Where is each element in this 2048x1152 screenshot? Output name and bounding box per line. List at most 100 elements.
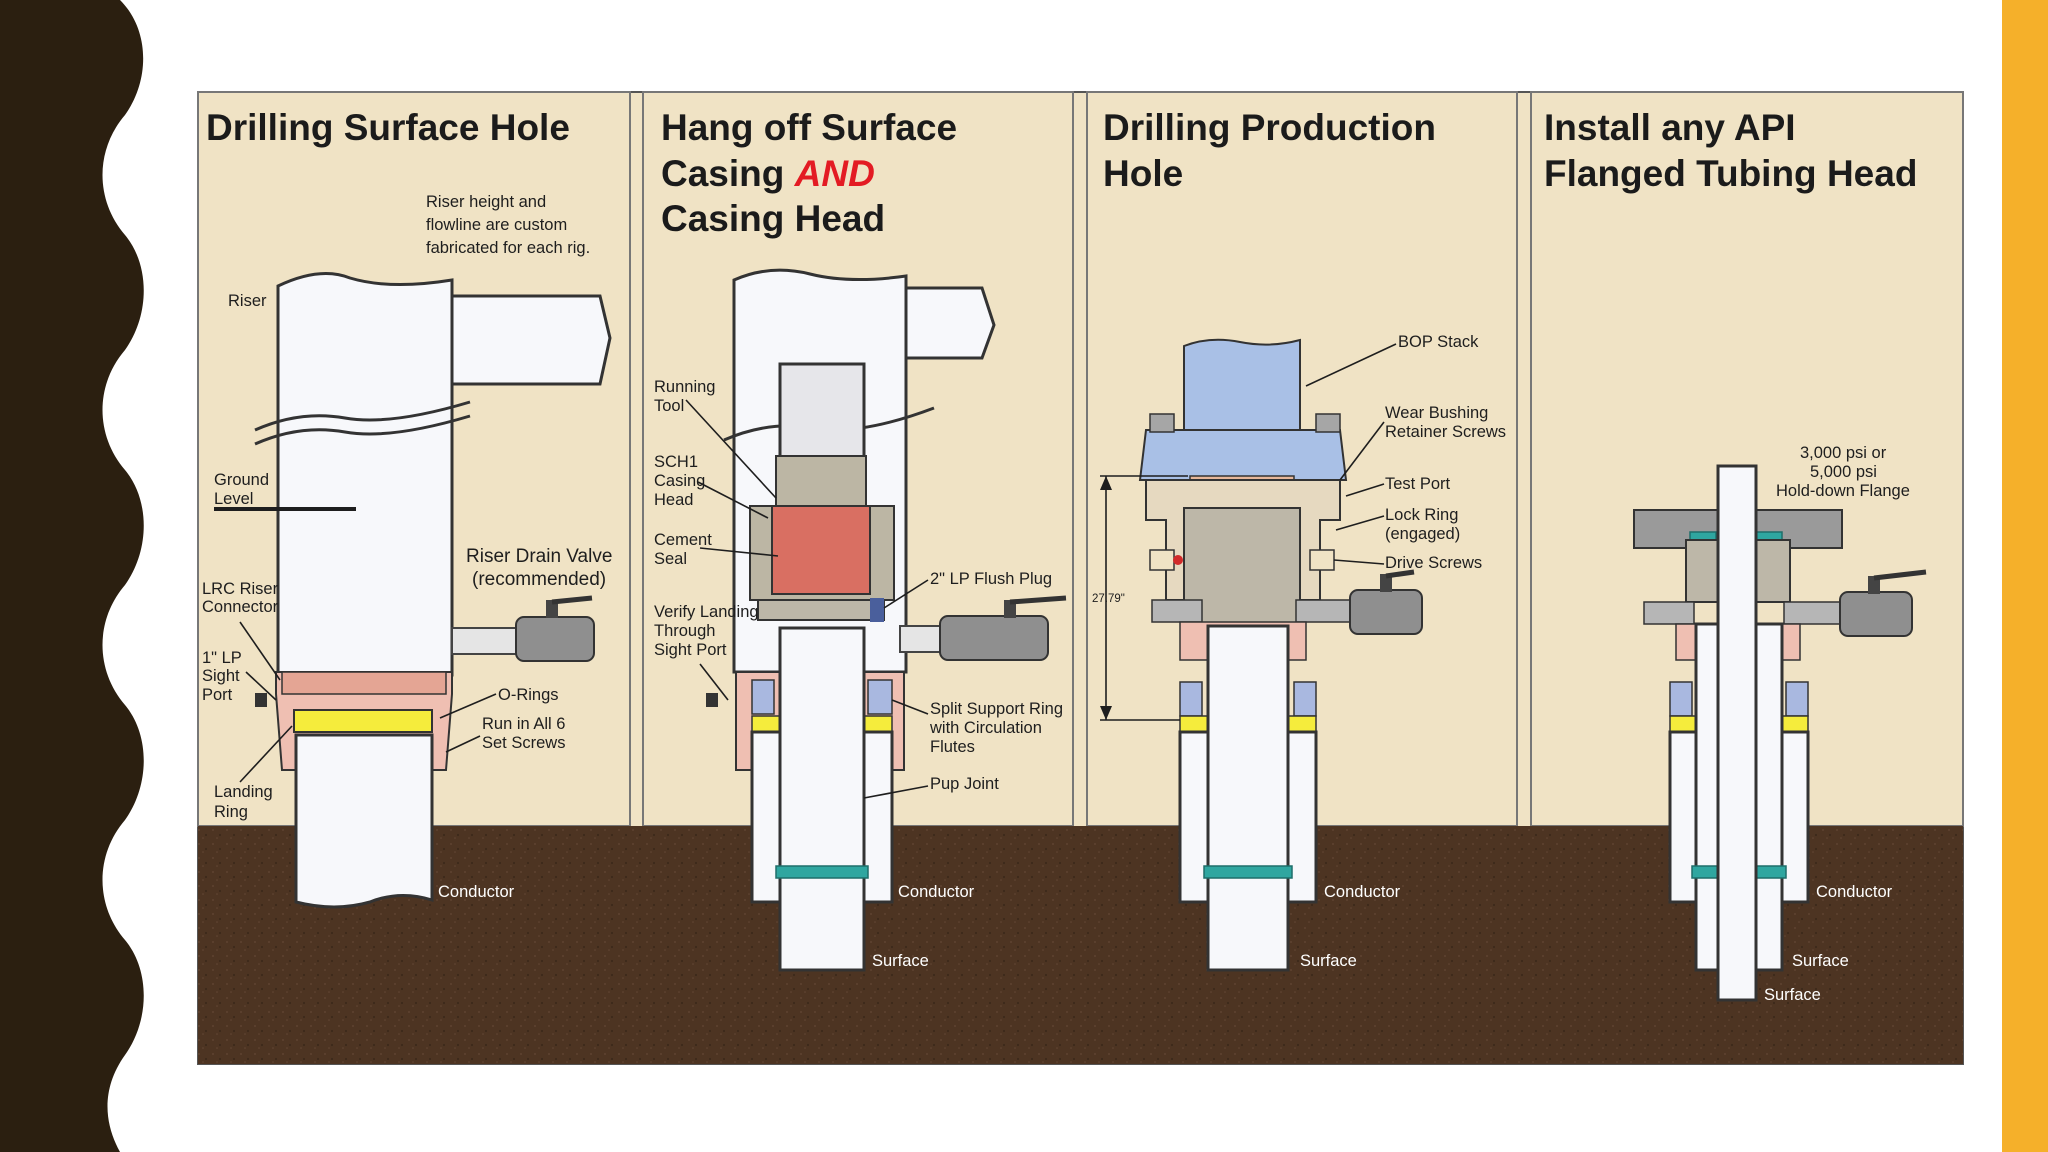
flowline-pipe-2 — [904, 286, 996, 360]
flowline-pipe — [448, 294, 612, 386]
valve-stem-3 — [1380, 574, 1392, 592]
drive-screws-leader — [1333, 559, 1385, 565]
sight-port-box — [255, 693, 267, 707]
bop-stack-leader — [1305, 343, 1397, 387]
test-port-leader — [1345, 483, 1385, 497]
dimension-label: 27.79" — [1092, 593, 1125, 605]
ground-level-label-2: Level — [214, 490, 253, 508]
split-support-ring — [867, 679, 893, 715]
riser-break-mark-2 — [254, 414, 471, 446]
landing-ring-leader — [239, 725, 293, 783]
valve-body-2 — [939, 615, 1049, 661]
split-ring-right-4 — [1785, 681, 1809, 717]
panel-3-drilling-production-hole: Drilling Production Hole — [1092, 107, 1506, 972]
valve-handle-4 — [1873, 569, 1927, 581]
riser-break-mark — [254, 400, 471, 432]
panel-3-title-line-1: Drilling Production — [1103, 107, 1436, 148]
flange-note-line-2: 5,000 psi — [1810, 463, 1877, 481]
valve-body-4 — [1839, 591, 1913, 637]
riser-pipe — [276, 272, 454, 677]
o-rings-label: O-Rings — [498, 686, 559, 704]
sch1-label-1: SCH1 — [654, 453, 698, 471]
surface-label-3: Surface — [1300, 952, 1357, 970]
dimension-arrow-bottom — [1100, 706, 1112, 720]
bop-stack-label: BOP Stack — [1398, 333, 1479, 351]
split-support-ring-left — [751, 679, 775, 715]
production-casing-3 — [1206, 624, 1290, 972]
drain-outlet-stub-2 — [899, 625, 943, 653]
panel-2-title-and: AND — [794, 153, 875, 194]
landing-ring-yellow — [293, 709, 433, 733]
panel-4-title-line-1: Install any API — [1544, 107, 1796, 148]
riser-drain-valve-label-2: (recommended) — [472, 569, 606, 590]
riser-drain-valve-body — [515, 616, 595, 662]
valve-body-3 — [1349, 589, 1423, 635]
surface-casing-2 — [778, 626, 866, 972]
sch1-label-2: Casing — [654, 472, 705, 490]
side-outlet-left-4 — [1643, 601, 1695, 625]
split-support-label-3: Flutes — [930, 738, 975, 756]
drive-screw-right — [1309, 549, 1335, 571]
lrc-riser-connector-label-1: LRC Riser — [202, 580, 279, 598]
drive-screw-left — [1149, 549, 1175, 571]
running-tool-label-2: Tool — [654, 397, 684, 415]
conductor-pipe-1 — [294, 733, 434, 909]
cement-seal-leader — [699, 547, 779, 557]
panel-4-install-tubing-head: Install any API Flanged Tubing Head 3,00… — [1544, 107, 1927, 1004]
sch1-label-3: Head — [654, 491, 693, 509]
right-accent-bar — [2002, 0, 2048, 1152]
panel-3-title-line-2: Hole — [1103, 153, 1183, 194]
pup-joint-label: Pup Joint — [930, 775, 999, 793]
running-tool-label-1: Running — [654, 378, 715, 396]
split-ring-left-4 — [1669, 681, 1693, 717]
flange-note-line-3: Hold-down Flange — [1776, 482, 1910, 500]
wear-bushing-label-2: Retainer Screws — [1385, 423, 1506, 441]
drain-outlet-stub — [451, 627, 519, 655]
sight-port-leader — [245, 671, 277, 701]
cement-seal-label-2: Seal — [654, 550, 687, 568]
casing-coupling-2 — [775, 865, 869, 879]
verify-landing-leader — [699, 663, 729, 701]
surface-label-4b: Surface — [1764, 986, 1821, 1004]
verify-landing-label-1: Verify Landing — [654, 603, 759, 621]
dimension-arrow-top — [1100, 476, 1112, 490]
lock-ring-label-2: (engaged) — [1385, 525, 1460, 543]
conductor-label-4: Conductor — [1816, 883, 1893, 901]
bop-bolt-right — [1315, 413, 1341, 433]
conductor-label-2: Conductor — [898, 883, 975, 901]
verify-landing-label-2: Through — [654, 622, 715, 640]
landing-ring-label-2: Ring — [214, 803, 248, 821]
lock-ring-leader — [1335, 515, 1385, 531]
lrc-leader — [239, 621, 281, 681]
left-wavy-border — [0, 0, 144, 1152]
panel-1-title: Drilling Surface Hole — [206, 107, 570, 148]
lp-flush-plug — [870, 598, 884, 622]
drive-screws-label: Drive Screws — [1385, 554, 1482, 572]
sch1-leader — [697, 481, 769, 519]
wear-bushing-label-1: Wear Bushing — [1385, 404, 1488, 422]
panel-4-title-line-2: Flanged Tubing Head — [1544, 153, 1917, 194]
split-support-label-2: with Circulation — [929, 719, 1042, 737]
riser-note-line-3: fabricated for each rig. — [426, 239, 590, 257]
conductor-label-3: Conductor — [1324, 883, 1401, 901]
side-outlet-right — [1295, 599, 1353, 623]
side-outlet-right-4 — [1783, 601, 1841, 625]
riser-note-line-1: Riser height and — [426, 193, 546, 211]
sight-port-label-1: 1" LP — [202, 649, 242, 667]
set-screws-leader — [445, 735, 481, 753]
running-tool-leader — [685, 399, 777, 499]
surface-label-4a: Surface — [1792, 952, 1849, 970]
bop-bolt-left — [1149, 413, 1175, 433]
split-support-label-1: Split Support Ring — [930, 700, 1063, 718]
lp-flush-plug-leader — [883, 579, 929, 609]
valve-stem — [546, 600, 558, 618]
surface-label-2: Surface — [872, 952, 929, 970]
panel-1-drilling-surface-hole: Drilling Surface Hole Riser height and f… — [202, 107, 612, 909]
casing-coupling-3 — [1203, 865, 1293, 879]
test-port-label: Test Port — [1385, 475, 1451, 493]
panel-2-title-line-3: Casing Head — [661, 198, 885, 239]
split-ring-right-3 — [1293, 681, 1317, 717]
connector-band — [281, 671, 447, 695]
sch1-casing-head — [771, 505, 871, 595]
riser-label: Riser — [228, 292, 267, 310]
